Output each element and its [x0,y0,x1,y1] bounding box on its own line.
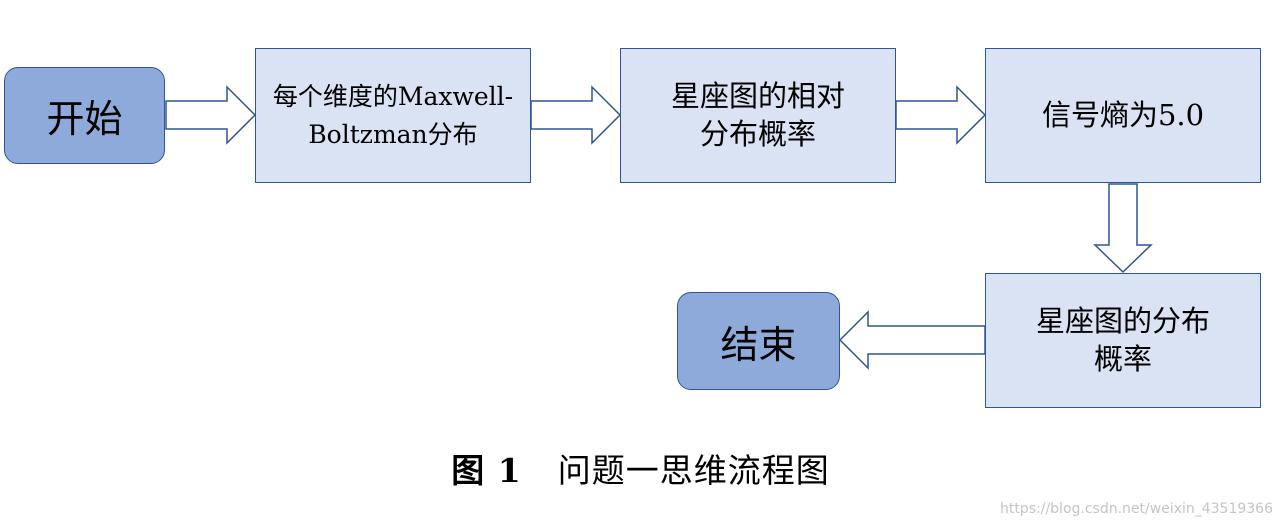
arrow-step3-to-step4 [1093,183,1153,274]
process-node-maxwell-boltzman-line2: Boltzman分布 [308,119,478,149]
arrow-step2-to-step3 [895,85,987,145]
start-node: 开始 [4,67,165,164]
end-label: 结束 [720,322,797,367]
process-node-signal-entropy-label: 信号熵为5.0 [1041,97,1205,132]
process-node-distribution-probability-line2: 概率 [1093,341,1152,376]
process-node-distribution-probability: 星座图的分布 概率 [985,273,1261,408]
process-node-distribution-probability-text: 星座图的分布 概率 [1036,303,1210,377]
process-node-maxwell-boltzman: 每个维度的Maxwell- Boltzman分布 [255,48,531,183]
arrow-step4-to-end [838,310,986,370]
end-node: 结束 [677,292,840,390]
arrow-start-to-step1 [165,85,257,145]
watermark: https://blog.csdn.net/weixin_43519366 [999,501,1273,517]
arrow-step1-to-step2 [530,85,622,145]
process-node-maxwell-boltzman-text: 每个维度的Maxwell- Boltzman分布 [273,78,513,153]
process-node-relative-probability-line2: 分布概率 [699,116,816,151]
process-node-relative-probability: 星座图的相对 分布概率 [620,48,896,183]
figure-caption: 图 1 问题一思维流程图 [0,444,1281,492]
process-node-maxwell-boltzman-line1: 每个维度的Maxwell- [272,82,514,111]
figure-title: 问题一思维流程图 [557,451,830,490]
process-node-relative-probability-line1: 星座图的相对 [670,79,845,114]
start-label: 开始 [46,97,123,141]
figure-number: 图 1 [451,451,522,490]
process-node-relative-probability-text: 星座图的相对 分布概率 [671,78,845,152]
process-node-distribution-probability-line1: 星座图的分布 [1035,304,1210,339]
process-node-signal-entropy: 信号熵为5.0 [985,48,1261,183]
